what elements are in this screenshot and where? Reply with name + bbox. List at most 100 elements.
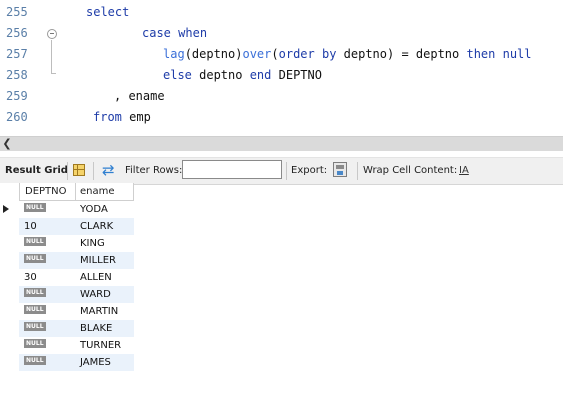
table-row[interactable]: NULL WARD — [0, 286, 134, 303]
scroll-left-icon[interactable]: ❮ — [2, 137, 12, 150]
code-token: then — [466, 47, 496, 61]
filter-rows-label: Filter Rows: — [125, 165, 183, 176]
code-line[interactable]: 259, ename — [0, 86, 563, 107]
toolbar-separator — [93, 162, 94, 180]
cell-deptno[interactable]: NULL — [19, 320, 76, 337]
toolbar-separator — [357, 162, 358, 180]
code-token: DEPTNO — [271, 68, 322, 82]
row-indicator[interactable] — [0, 269, 19, 286]
cell-ename[interactable]: KING — [80, 238, 105, 249]
cell-ename[interactable]: MARTIN — [80, 306, 119, 317]
code-token: ( — [271, 47, 279, 61]
column-header-deptno[interactable]: DEPTNO — [19, 183, 76, 201]
cell-ename[interactable]: TURNER — [80, 340, 122, 351]
table-row[interactable]: NULL MARTIN — [0, 303, 134, 320]
code-token: null — [502, 47, 532, 61]
row-indicator[interactable] — [0, 354, 19, 371]
cell-deptno[interactable]: NULL — [19, 303, 76, 320]
current-row-arrow-icon[interactable] — [0, 201, 19, 218]
cell-deptno[interactable]: NULL — [19, 235, 76, 252]
row-indicator[interactable] — [0, 235, 19, 252]
code-text: lag(deptno)over(order by deptno) = deptn… — [163, 44, 532, 65]
null-badge: NULL — [24, 322, 46, 331]
null-badge: NULL — [24, 305, 46, 314]
code-token: when — [178, 26, 208, 40]
cell-deptno[interactable]: NULL — [19, 252, 76, 269]
result-grid-tab[interactable]: Result Grid — [5, 165, 68, 176]
null-badge: NULL — [24, 339, 46, 348]
code-token: emp — [121, 110, 151, 124]
code-token: select — [86, 5, 130, 19]
line-number: 257 — [6, 47, 28, 61]
null-badge: NULL — [24, 288, 46, 297]
table-row[interactable]: NULL KING — [0, 235, 134, 252]
row-indicator[interactable] — [0, 337, 19, 354]
code-line[interactable]: 258 else deptno end DEPTNO — [0, 65, 563, 86]
row-indicator[interactable] — [0, 320, 19, 337]
code-token: else — [163, 68, 192, 82]
cell-ename[interactable]: ALLEN — [80, 272, 112, 283]
code-text: else deptno end DEPTNO — [163, 65, 322, 86]
code-token: from — [93, 110, 122, 124]
line-number: 260 — [6, 110, 28, 124]
line-number: 258 — [6, 68, 28, 82]
line-number: 256 — [6, 26, 28, 40]
grid-header-row: DEPTNO ename — [0, 183, 134, 201]
column-header-ename[interactable]: ename — [76, 183, 134, 201]
cell-ename[interactable]: JAMES — [76, 354, 134, 371]
wrap-cell-content-icon[interactable]: IA — [459, 165, 469, 176]
cell-ename[interactable]: WARD — [76, 286, 134, 303]
table-row[interactable]: NULL MILLER — [0, 252, 134, 269]
cell-ename[interactable]: MILLER — [76, 252, 134, 269]
table-row[interactable]: NULL TURNER — [0, 337, 134, 354]
cell-deptno[interactable]: 30 — [24, 272, 37, 283]
refresh-icon[interactable]: ⇄ — [102, 161, 115, 179]
cell-deptno[interactable]: NULL — [19, 286, 76, 303]
toolbar-separator — [286, 162, 287, 180]
cell-deptno[interactable]: NULL — [19, 354, 76, 371]
grid-view-icon[interactable] — [73, 164, 85, 176]
code-line[interactable]: 255 select — [0, 2, 563, 23]
code-text: case when — [142, 23, 207, 44]
null-badge: NULL — [24, 356, 46, 365]
export-label: Export: — [291, 165, 328, 176]
cell-ename[interactable]: BLAKE — [76, 320, 134, 337]
fold-guide — [51, 40, 52, 73]
cell-deptno[interactable]: NULL — [19, 201, 76, 218]
cell-deptno[interactable]: 10 — [19, 218, 76, 235]
code-token: , ename — [114, 89, 165, 103]
fold-toggle-icon[interactable] — [47, 29, 57, 39]
row-indicator[interactable] — [0, 303, 19, 320]
null-badge: NULL — [24, 254, 46, 263]
code-token: order by — [278, 47, 337, 61]
editor-horizontal-scrollbar[interactable]: ❮ — [0, 136, 563, 151]
code-token: over — [242, 47, 272, 61]
cell-ename[interactable]: CLARK — [76, 218, 134, 235]
filter-rows-input[interactable] — [182, 160, 282, 179]
line-number: 255 — [6, 5, 28, 19]
cell-deptno[interactable]: NULL — [19, 337, 76, 354]
row-indicator-header — [0, 183, 19, 201]
table-row[interactable]: 30 ALLEN — [0, 269, 134, 286]
row-indicator[interactable] — [0, 218, 19, 235]
code-line[interactable]: 260 from emp — [0, 107, 563, 128]
row-indicator[interactable] — [0, 286, 19, 303]
table-row[interactable]: NULL JAMES — [0, 354, 134, 371]
code-token: lag — [163, 47, 185, 61]
cell-ename[interactable]: YODA — [80, 204, 108, 215]
code-token: deptno) = deptno — [336, 47, 467, 61]
export-icon[interactable] — [333, 162, 347, 177]
code-line[interactable]: 256 case when — [0, 23, 563, 44]
result-toolbar: Result Grid ⇄ Filter Rows: Export: Wrap … — [0, 157, 563, 185]
null-badge: NULL — [24, 237, 46, 246]
table-row[interactable]: NULL YODA — [0, 201, 134, 218]
row-indicator[interactable] — [0, 252, 19, 269]
table-row[interactable]: NULL BLAKE — [0, 320, 134, 337]
code-text: select — [86, 2, 129, 23]
fold-guide-end — [51, 73, 56, 74]
